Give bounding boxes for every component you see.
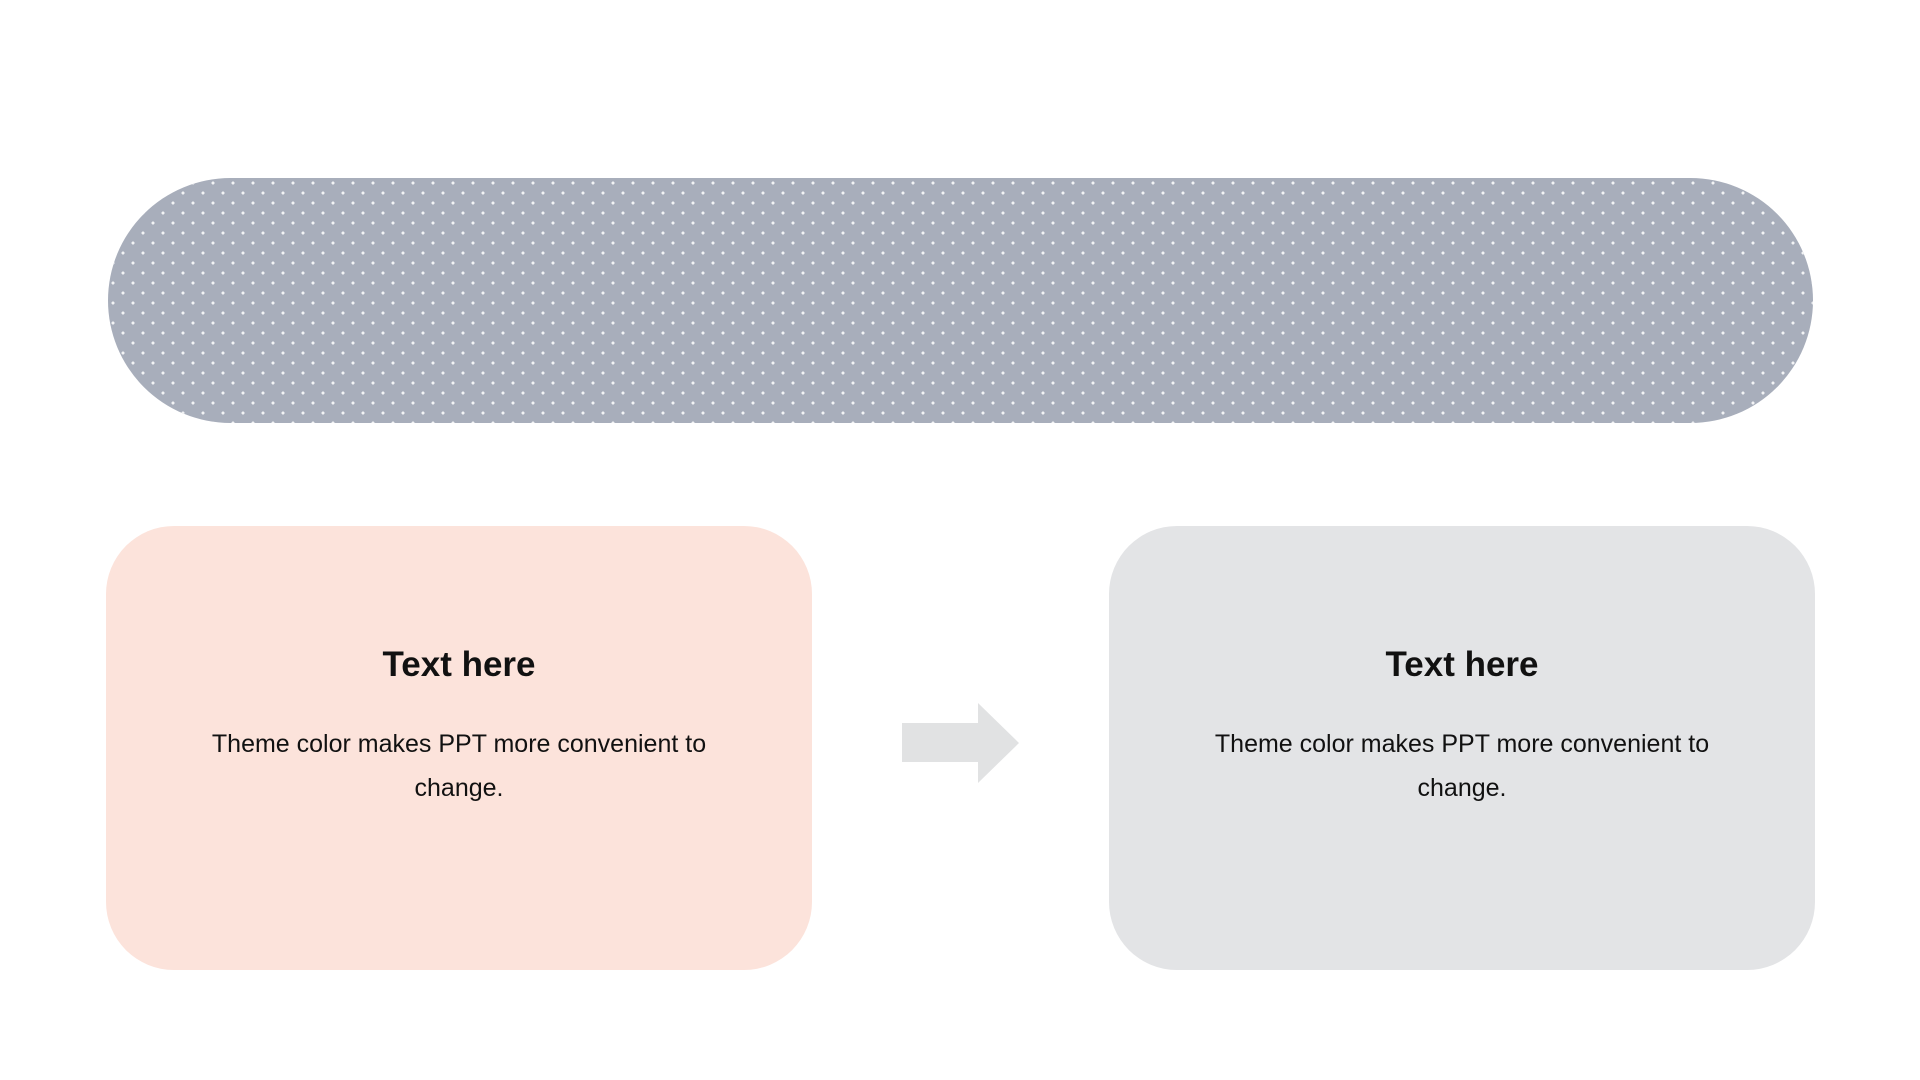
card-left-body: Theme color makes PPT more convenient to… <box>211 730 707 802</box>
hero-banner-capsule <box>108 178 1813 423</box>
card-right: Text here Theme color makes PPT more con… <box>1109 526 1815 970</box>
dot-pattern-overlay <box>108 178 1813 423</box>
arrow-right-shape <box>902 703 1019 783</box>
card-left-title: Text here <box>382 645 536 684</box>
card-right-title: Text here <box>1385 645 1539 684</box>
card-right-body: Theme color makes PPT more convenient to… <box>1214 730 1710 802</box>
card-left: Text here Theme color makes PPT more con… <box>106 526 812 970</box>
arrow-right-icon <box>902 703 1019 783</box>
